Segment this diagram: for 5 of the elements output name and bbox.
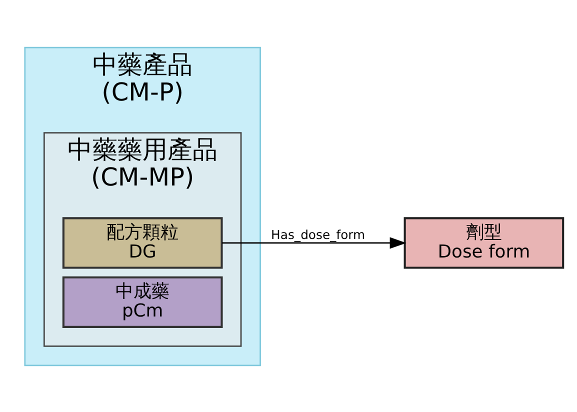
node-box: 配方顆粒 DG xyxy=(62,216,223,268)
arrow xyxy=(222,236,406,248)
node-box: 中成藥 pCm xyxy=(62,276,223,328)
edge-label: Has_dose_form xyxy=(271,228,366,242)
node-box: 劑型 Dose form xyxy=(404,216,564,268)
